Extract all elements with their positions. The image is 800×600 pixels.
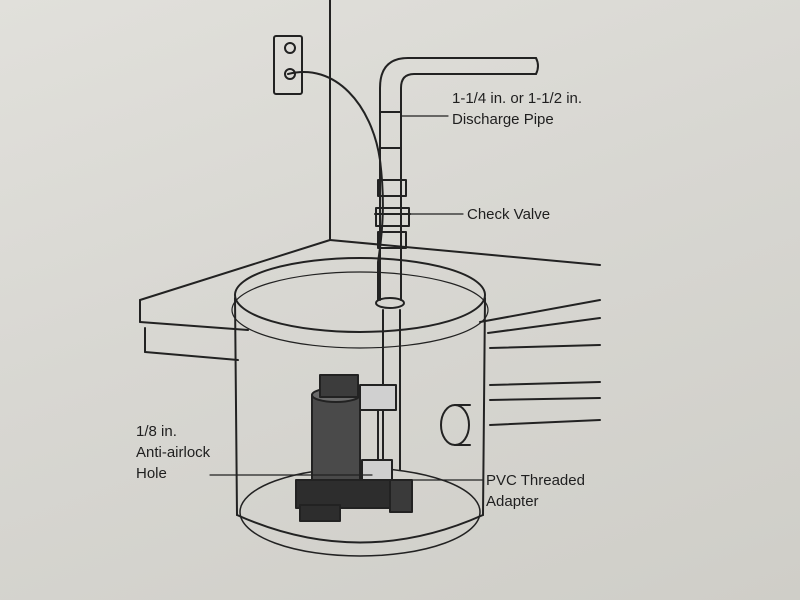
threaded-adapter-label: PVC Threaded Adapter xyxy=(486,470,585,512)
sump-basin xyxy=(231,257,489,557)
power-cord xyxy=(287,71,384,301)
anti-airlock-hole: Hole xyxy=(136,465,167,482)
threaded-adapter-type: Adapter xyxy=(486,493,539,510)
basin-inlet xyxy=(440,404,471,446)
anti-airlock-name: Anti-airlock xyxy=(136,444,211,461)
threaded-adapter-name: PVC Threaded xyxy=(486,472,585,489)
check-valve-label: Check Valve xyxy=(467,204,550,225)
floor-slab xyxy=(139,299,601,426)
anti-airlock-size: 1/8 in. xyxy=(136,423,177,440)
check-valve-name: Check Valve xyxy=(467,206,551,223)
discharge-pipe-size: 1-1/4 in. or 1-1/2 in. xyxy=(452,90,583,107)
sump-pump xyxy=(295,374,413,522)
discharge-pipe-label: 1-1/4 in. or 1-1/2 in. Discharge Pipe xyxy=(452,88,582,130)
discharge-pipe xyxy=(379,57,539,301)
check-valve xyxy=(374,179,411,249)
anti-airlock-label: 1/8 in. Anti-airlock Hole xyxy=(136,421,210,484)
electrical-outlet-icon xyxy=(273,35,303,95)
basement-wall xyxy=(139,0,601,301)
discharge-pipe-name: Discharge Pipe xyxy=(452,111,554,128)
